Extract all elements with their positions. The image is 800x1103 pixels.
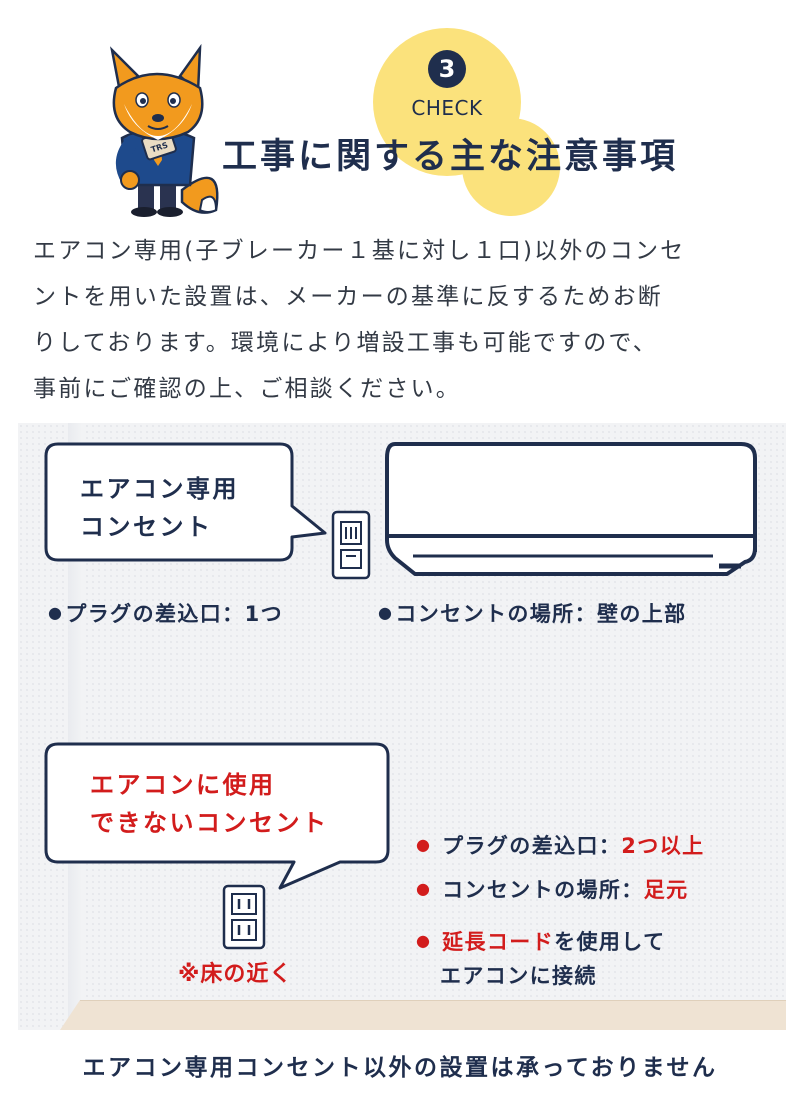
intro-paragraph: エアコン専用(子ブレーカー１基に対し１口)以外のコンセ ントを用いた設置は、メー… — [33, 228, 773, 412]
intro-line: 事前にご確認の上、ご相談ください。 — [33, 376, 461, 402]
ng-extension-label: 延長コードを使用して — [416, 926, 665, 956]
step-number-badge: 3 — [428, 50, 466, 88]
fox-mascot-illustration: TRS — [110, 43, 219, 217]
intro-line: ントを用いた設置は、メーカーの基準に反するためお断 — [33, 284, 663, 310]
floor-level-outlet — [222, 884, 266, 950]
ng-extension-label-line2: エアコンに接続 — [440, 964, 597, 988]
decor-circle-small — [462, 118, 560, 216]
intro-line: エアコン専用(子ブレーカー１基に対し１口)以外のコンセ — [33, 238, 686, 264]
ac-dedicated-outlet — [331, 510, 371, 580]
ng-plug-count-label: プラグの差込口：2つ以上 — [416, 830, 705, 860]
step-check-label: CHECK — [411, 96, 483, 120]
ok-location-label: コンセントの場所：壁の上部 — [378, 598, 687, 628]
wall-corner — [68, 423, 82, 1030]
speech-bubble-ok — [44, 442, 327, 562]
floor — [60, 1000, 786, 1030]
ng-bubble-text: エアコンに使用 できないコンセント — [90, 771, 329, 837]
ng-location-label: コンセントの場所：足元 — [416, 874, 689, 904]
floor-note: ※床の近く — [178, 962, 293, 987]
footer-notice: エアコン専用コンセント以外の設置は承っておりません — [82, 1055, 718, 1081]
page-title: 工事に関する主な注意事項 — [222, 137, 679, 177]
ok-bubble-text: エアコン専用 コンセント — [80, 475, 239, 541]
speech-bubble-ng — [44, 742, 390, 890]
air-conditioner-illustration — [385, 442, 757, 576]
ok-plug-count-label: プラグの差込口：1つ — [48, 598, 283, 628]
intro-line: りしております。環境により増設工事も可能ですので、 — [33, 330, 658, 356]
